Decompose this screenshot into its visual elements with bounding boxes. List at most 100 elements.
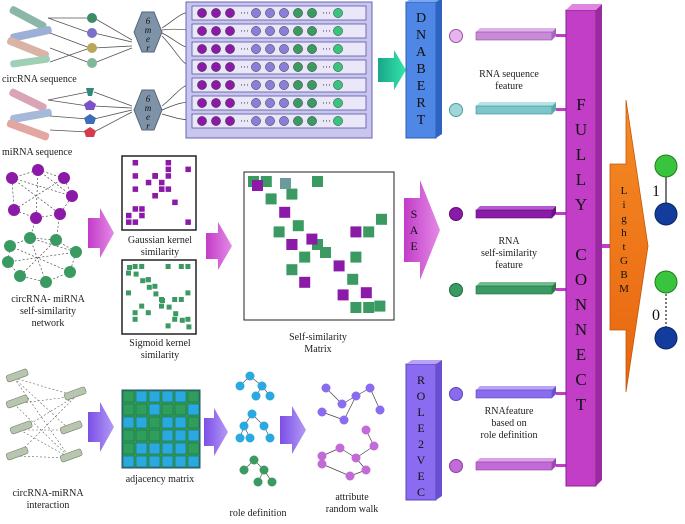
interaction-label-line2: interaction [27,500,70,511]
node-icon [279,116,289,126]
matrix-cell [350,302,362,313]
matrix-cell [133,271,139,277]
arrow-to-adjacency-icon [88,402,114,452]
seqfeat-label-line1: RNA sequence [479,69,539,80]
node-icon [293,26,303,36]
matrix-cell [126,270,131,276]
node-icon [293,98,303,108]
matrix-cell [161,455,174,468]
node-icon [333,44,343,54]
matrix-cell [165,323,171,329]
similarity-network: circRNA- miRNA self-similarity network [2,164,86,329]
matrix-cell [376,213,387,225]
arrow-to-selfsim-icon [206,222,232,270]
random-walk-graph: attribute random walk [317,383,385,515]
matrix-cell [165,166,172,173]
arrow-to-dnabert-icon [378,50,406,90]
svg-text:···: ··· [240,26,249,36]
node-icon [307,62,317,72]
embedding-row: ··· ··· [191,59,367,75]
node-icon [225,80,235,90]
circrna-sequence-label: circRNA sequence [2,74,77,85]
svg-text:···: ··· [322,116,331,126]
matrix-cell [374,300,386,312]
svg-text:···: ··· [240,80,249,90]
matrix-cell [132,173,139,179]
interaction-label-line1: circRNA-miRNA [12,488,84,499]
node-icon [251,98,261,108]
node-icon [197,116,207,126]
node-icon [293,44,303,54]
node-icon [211,98,221,108]
walk-label-line1: attribute [335,492,369,503]
matrix-cell [161,416,174,429]
matrix-cell [286,188,298,200]
adjacency-label: adjacency matrix [126,474,195,485]
matrix-cell [148,442,161,455]
node-icon [279,8,289,18]
node-icon [307,98,317,108]
matrix-cell [187,416,200,429]
matrix-cell [363,302,375,313]
matrix-cell [187,403,200,416]
node-icon [225,44,235,54]
matrix-cell [148,403,161,416]
matrix-cell [148,416,161,429]
node-icon [211,116,221,126]
svg-text:···: ··· [322,8,331,18]
negative-label: 0 [652,307,660,324]
arrow-to-kernels-icon [88,208,114,258]
node-icon [307,8,317,18]
svg-text:···: ··· [322,62,331,72]
node-icon [251,116,261,126]
svg-text:···: ··· [322,80,331,90]
matrix-cell [286,239,298,250]
node-icon [333,8,343,18]
svg-text:···: ··· [240,62,249,72]
matrix-cell [187,390,200,403]
matrix-cell [286,264,298,276]
matrix-cell [347,273,359,285]
node-icon [225,116,235,126]
node-icon [87,43,97,53]
embedding-row: ······ [191,113,367,129]
matrix-cell [148,390,161,403]
matrix-cell [132,160,139,166]
matrix-cell [252,180,263,191]
rolefeat-label-line2: based on [491,418,526,429]
rolefeat-label-line3: role definition [481,430,538,441]
matrix-cell [265,193,277,205]
matrix-cell [122,455,135,468]
matrix-cell [148,429,161,442]
matrix-cell [172,316,178,322]
node-icon [307,26,317,36]
matrix-cell [299,276,311,288]
seqfeat-label-line2: feature [495,81,523,92]
node-icon [197,98,207,108]
matrix-cell [172,199,178,206]
matrix-cell [132,206,139,212]
node-icon [265,116,275,126]
matrix-cell [174,429,187,442]
matrix-cell [187,429,200,442]
matrix-cell [292,220,304,232]
node-icon [279,62,289,72]
matrix-cell [185,219,191,225]
matrix-cell [173,311,179,317]
mirna-strand-icon [6,88,52,141]
node-icon [449,387,463,401]
matrix-cell [178,297,184,302]
matrix-cell [146,284,152,290]
node-icon [293,62,303,72]
node-icon [197,26,207,36]
mirna-sequence-group: miRNA sequence [2,88,133,158]
matrix-cell [152,283,158,289]
matrix-cell [127,265,132,270]
matrix-cell [135,403,148,416]
matrix-cell [186,324,192,330]
